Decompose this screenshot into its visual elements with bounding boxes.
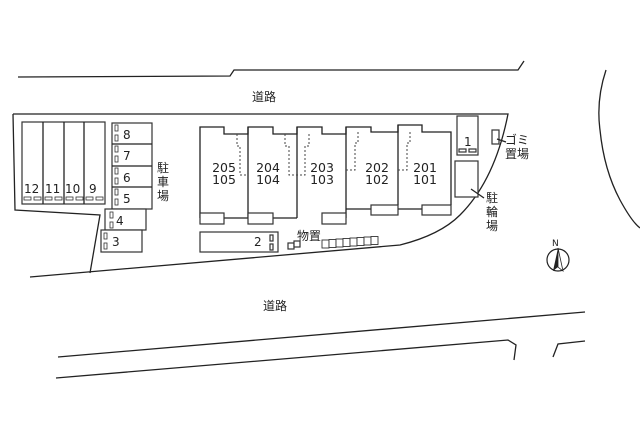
unit-204: 204	[256, 160, 280, 175]
parking-space-5: 5	[123, 192, 131, 206]
unit-105: 105	[212, 172, 236, 187]
north-compass-icon: N	[546, 239, 570, 273]
bottom-road: 道路	[55, 298, 586, 379]
neighbor-boundary	[598, 69, 640, 229]
top-road-label: 道路	[252, 89, 276, 104]
parking-space-6: 6	[123, 171, 131, 185]
parking-space-10: 10	[65, 182, 80, 196]
unit-102: 102	[365, 172, 389, 187]
compass-north-label: N	[552, 239, 559, 249]
parking-space-7: 7	[123, 149, 131, 163]
unit-101: 101	[413, 172, 437, 187]
storage-label: 物置	[297, 229, 321, 243]
parking-label-char: 車	[157, 175, 169, 189]
parking-space-12: 12	[24, 182, 39, 196]
parking-space-2-area: 2	[199, 231, 279, 253]
unit-205: 205	[212, 160, 236, 175]
parking-space-9: 9	[89, 182, 97, 196]
parking-label-char: 場	[157, 189, 169, 203]
parking-label: 駐 車 場	[157, 160, 169, 203]
parking-space-2: 2	[254, 235, 262, 249]
parking-label-char: 駐	[157, 160, 169, 175]
parking-row-3-8: 8 7 6 5 4 3	[100, 122, 153, 253]
top-road: 道路	[17, 60, 525, 104]
parking-space-11: 11	[45, 182, 60, 196]
parking-space-1-area: 1	[456, 115, 479, 156]
parking-row-9-12: 12 11 10 9	[21, 121, 106, 205]
garbage-label-line1: ゴミ	[505, 132, 529, 147]
bicycle-label-char: 輪	[486, 204, 498, 219]
bicycle-parking: 駐 輪 場	[454, 160, 498, 233]
bicycle-rack-row	[321, 236, 379, 249]
garbage-label-line2: 置場	[505, 147, 529, 161]
storage: 物置	[287, 229, 379, 250]
unit-201: 201	[413, 160, 437, 175]
bicycle-label-char: 駐	[486, 190, 498, 205]
parking-space-3: 3	[112, 235, 120, 249]
parking-space-4: 4	[116, 214, 124, 228]
unit-103: 103	[310, 172, 334, 187]
bottom-road-label: 道路	[263, 298, 287, 313]
bicycle-label-char: 場	[486, 219, 498, 233]
apartment-building: 205 105 204 104 203 103 202 102 201 101	[199, 124, 452, 225]
unit-104: 104	[256, 172, 280, 187]
unit-203: 203	[310, 160, 334, 175]
unit-202: 202	[365, 160, 389, 175]
parking-space-1: 1	[464, 135, 472, 149]
garbage-area: ゴミ 置場	[491, 129, 529, 161]
parking-space-8: 8	[123, 128, 131, 142]
